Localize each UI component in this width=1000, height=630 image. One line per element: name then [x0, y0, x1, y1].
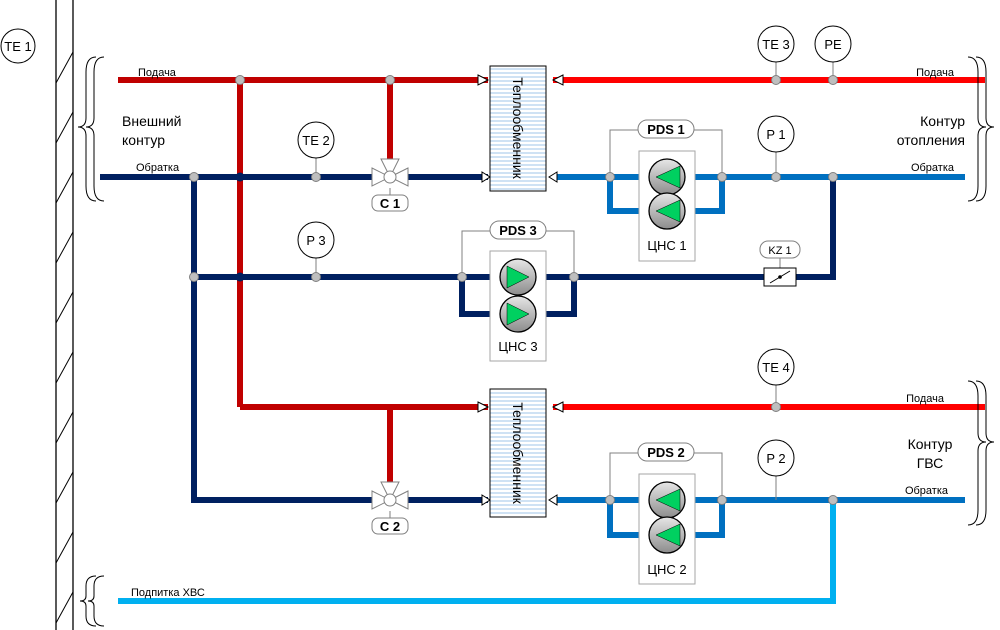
pds-3-label: PDS 3 [499, 223, 537, 238]
flow-arrows [477, 74, 564, 506]
svg-text:P 2: P 2 [766, 451, 785, 466]
svg-text:P 1: P 1 [766, 127, 785, 142]
pipe-junctions [189, 75, 838, 505]
instrument-p3: P 3 [297, 221, 335, 259]
pump-group-2-label: ЦНС 2 [647, 562, 686, 577]
pds-2-label: PDS 2 [647, 445, 685, 460]
external-supply-pipes [118, 77, 488, 488]
instrument-te1: TE 1 [0, 28, 36, 64]
ext-supply-label: Подача [138, 67, 177, 79]
heat-exchanger-1-label: Теплообменник [510, 77, 526, 179]
three-way-valve-2 [371, 481, 409, 510]
svg-text:TE 4: TE 4 [762, 360, 789, 375]
instrument-pe: PE [814, 25, 852, 63]
pump-1b [648, 192, 686, 230]
dhw-return-label: Обратка [905, 485, 949, 497]
pump-group-1: ЦНС 1 [638, 150, 696, 262]
svg-text:TE 1: TE 1 [4, 39, 31, 54]
heat-exchanger-1: Теплообменник [489, 65, 547, 192]
three-way-valve-1 [371, 158, 409, 187]
instrument-te4: TE 4 [757, 348, 795, 386]
heat-exchanger-2-label: Теплообменник [510, 402, 526, 504]
pipe-crossings [235, 172, 245, 282]
instrument-p1: P 1 [757, 115, 795, 153]
ext-return-label: Обратка [136, 162, 180, 174]
dhw-supply-label: Подача [906, 393, 945, 405]
valve-2-tag: C 2 [371, 517, 409, 535]
svg-text:TE 3: TE 3 [762, 37, 789, 52]
svg-text:P 3: P 3 [306, 233, 325, 248]
valve-1-label: C 1 [380, 196, 400, 211]
pump-group-2: ЦНС 2 [638, 473, 696, 585]
instrument-te2: TE 2 [297, 121, 335, 159]
kz1-valve: KZ 1 [759, 240, 801, 287]
heat-return-label: Обратка [911, 162, 955, 174]
heating-circuit-label-line1: Контур [920, 113, 965, 129]
pump-1a [648, 158, 686, 196]
instrument-te3: TE 3 [757, 25, 795, 63]
pump-group-3-label: ЦНС 3 [498, 339, 537, 354]
instrument-p2: P 2 [757, 439, 795, 477]
pump-group-3: ЦНС 3 [489, 250, 547, 362]
pump-2b [648, 516, 686, 554]
external-circuit-label-line1: Внешний [122, 113, 181, 129]
valve-2-label: C 2 [380, 519, 400, 534]
pds-1-label: PDS 1 [647, 122, 685, 137]
valve-1-tag: C 1 [371, 194, 409, 212]
makeup-pipe [118, 500, 836, 604]
heating-circuit-label-line2: отопления [897, 132, 965, 148]
kz1-label: KZ 1 [768, 245, 791, 257]
pump-3a [499, 258, 537, 296]
pump-group-1-label: ЦНС 1 [647, 238, 686, 253]
building-wall [55, 0, 74, 630]
external-circuit-label-line2: контур [122, 132, 165, 148]
circuit-braces [77, 56, 995, 627]
pds-2: PDS 2 [609, 442, 723, 500]
pds-1: PDS 1 [609, 119, 723, 177]
heat-exchanger-2: Теплообменник [489, 388, 547, 518]
dhw-circuit-label-line1: Контур [908, 436, 953, 452]
makeup-label: Подпитка ХВС [131, 587, 205, 599]
svg-text:PE: PE [824, 37, 842, 52]
pump-2a [648, 481, 686, 519]
heat-supply-label: Подача [916, 67, 955, 79]
pds-3: PDS 3 [461, 220, 575, 277]
dhw-circuit-label-line2: ГВС [917, 455, 944, 471]
svg-text:TE 2: TE 2 [302, 133, 329, 148]
pump-3b [499, 295, 537, 333]
external-return-pipes [100, 174, 836, 503]
